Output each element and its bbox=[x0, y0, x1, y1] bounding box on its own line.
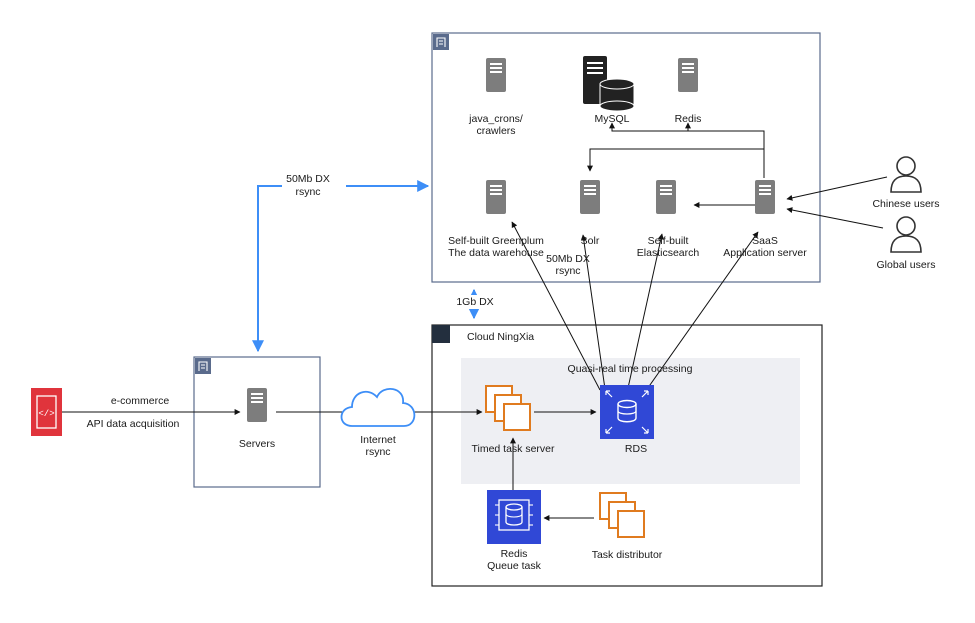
internet-label-line2: rsync bbox=[365, 446, 390, 458]
elasticsearch-label-line2: Elasticsearch bbox=[637, 247, 700, 259]
saas-label-line1: SaaS bbox=[752, 235, 778, 247]
greenplum-label-line2: The data warehouse bbox=[448, 247, 544, 259]
global-users-label: Global users bbox=[877, 259, 936, 271]
elasticsearch-server-icon bbox=[656, 180, 676, 214]
rds-icon bbox=[600, 385, 654, 439]
global-users-user-icon bbox=[890, 216, 922, 253]
solr-label: Solr bbox=[581, 235, 600, 247]
redis-queue-label-line1: Redis bbox=[501, 548, 528, 560]
greenplum-label-line1: Self-built Greenplum bbox=[448, 235, 544, 247]
greenplum-server-icon bbox=[486, 180, 506, 214]
connectors bbox=[62, 122, 888, 521]
api-label-line2: API data acquisition bbox=[87, 418, 180, 430]
svg-text:</>: </> bbox=[38, 409, 54, 419]
mysql-database-icon bbox=[583, 56, 635, 112]
dx-50-mid-line2: rsync bbox=[555, 265, 580, 277]
building-icon bbox=[195, 358, 211, 374]
timed-task-label: Timed task server bbox=[471, 443, 555, 455]
cloud-region-icon bbox=[432, 325, 450, 343]
saas-server-icon bbox=[755, 180, 775, 214]
rds-label: RDS bbox=[625, 443, 647, 455]
internet-label-line1: Internet bbox=[360, 434, 396, 446]
crawlers-label-line2: crawlers bbox=[476, 125, 515, 137]
task-distributor-label: Task distributor bbox=[592, 549, 663, 561]
api-gateway-icon: </> bbox=[31, 388, 62, 436]
chinese-users-label: Chinese users bbox=[872, 198, 939, 210]
datacenter-group bbox=[431, 32, 821, 283]
solr-server-icon bbox=[580, 180, 600, 214]
crawlers-label-line1: java_crons/ bbox=[468, 113, 523, 125]
elasticsearch-label-line1: Self-built bbox=[648, 235, 689, 247]
api-label-line1: e-commerce bbox=[111, 395, 170, 407]
saas-label-line2: Application server bbox=[723, 247, 807, 259]
servers-label: Servers bbox=[239, 438, 275, 450]
dx-50-mid-line1: 50Mb DX bbox=[546, 253, 590, 265]
servers-server-icon bbox=[247, 388, 267, 422]
chinese-users-user-icon bbox=[890, 156, 922, 193]
crawlers-server-icon bbox=[486, 58, 506, 92]
redis-server-icon bbox=[678, 58, 698, 92]
cloud-ningxia-group bbox=[431, 324, 823, 587]
cloud-ningxia-label: Cloud NingXia bbox=[467, 331, 534, 343]
dx-1g-label: 1Gb DX bbox=[456, 296, 493, 308]
building-icon bbox=[433, 34, 449, 50]
task-distributor-ec2-instances-icon bbox=[599, 492, 645, 538]
mysql-label: MySQL bbox=[594, 113, 629, 125]
quasi-realtime-label: Quasi-real time processing bbox=[568, 363, 693, 375]
redis-top-label: Redis bbox=[675, 113, 702, 125]
servers-group bbox=[193, 356, 321, 488]
dx-50-top-line1: 50Mb DX bbox=[286, 173, 330, 185]
dx-50-top-line2: rsync bbox=[295, 186, 320, 198]
elasticache-icon bbox=[487, 490, 541, 544]
redis-queue-label-line2: Queue task bbox=[487, 560, 541, 572]
cloud-icon bbox=[340, 388, 416, 427]
